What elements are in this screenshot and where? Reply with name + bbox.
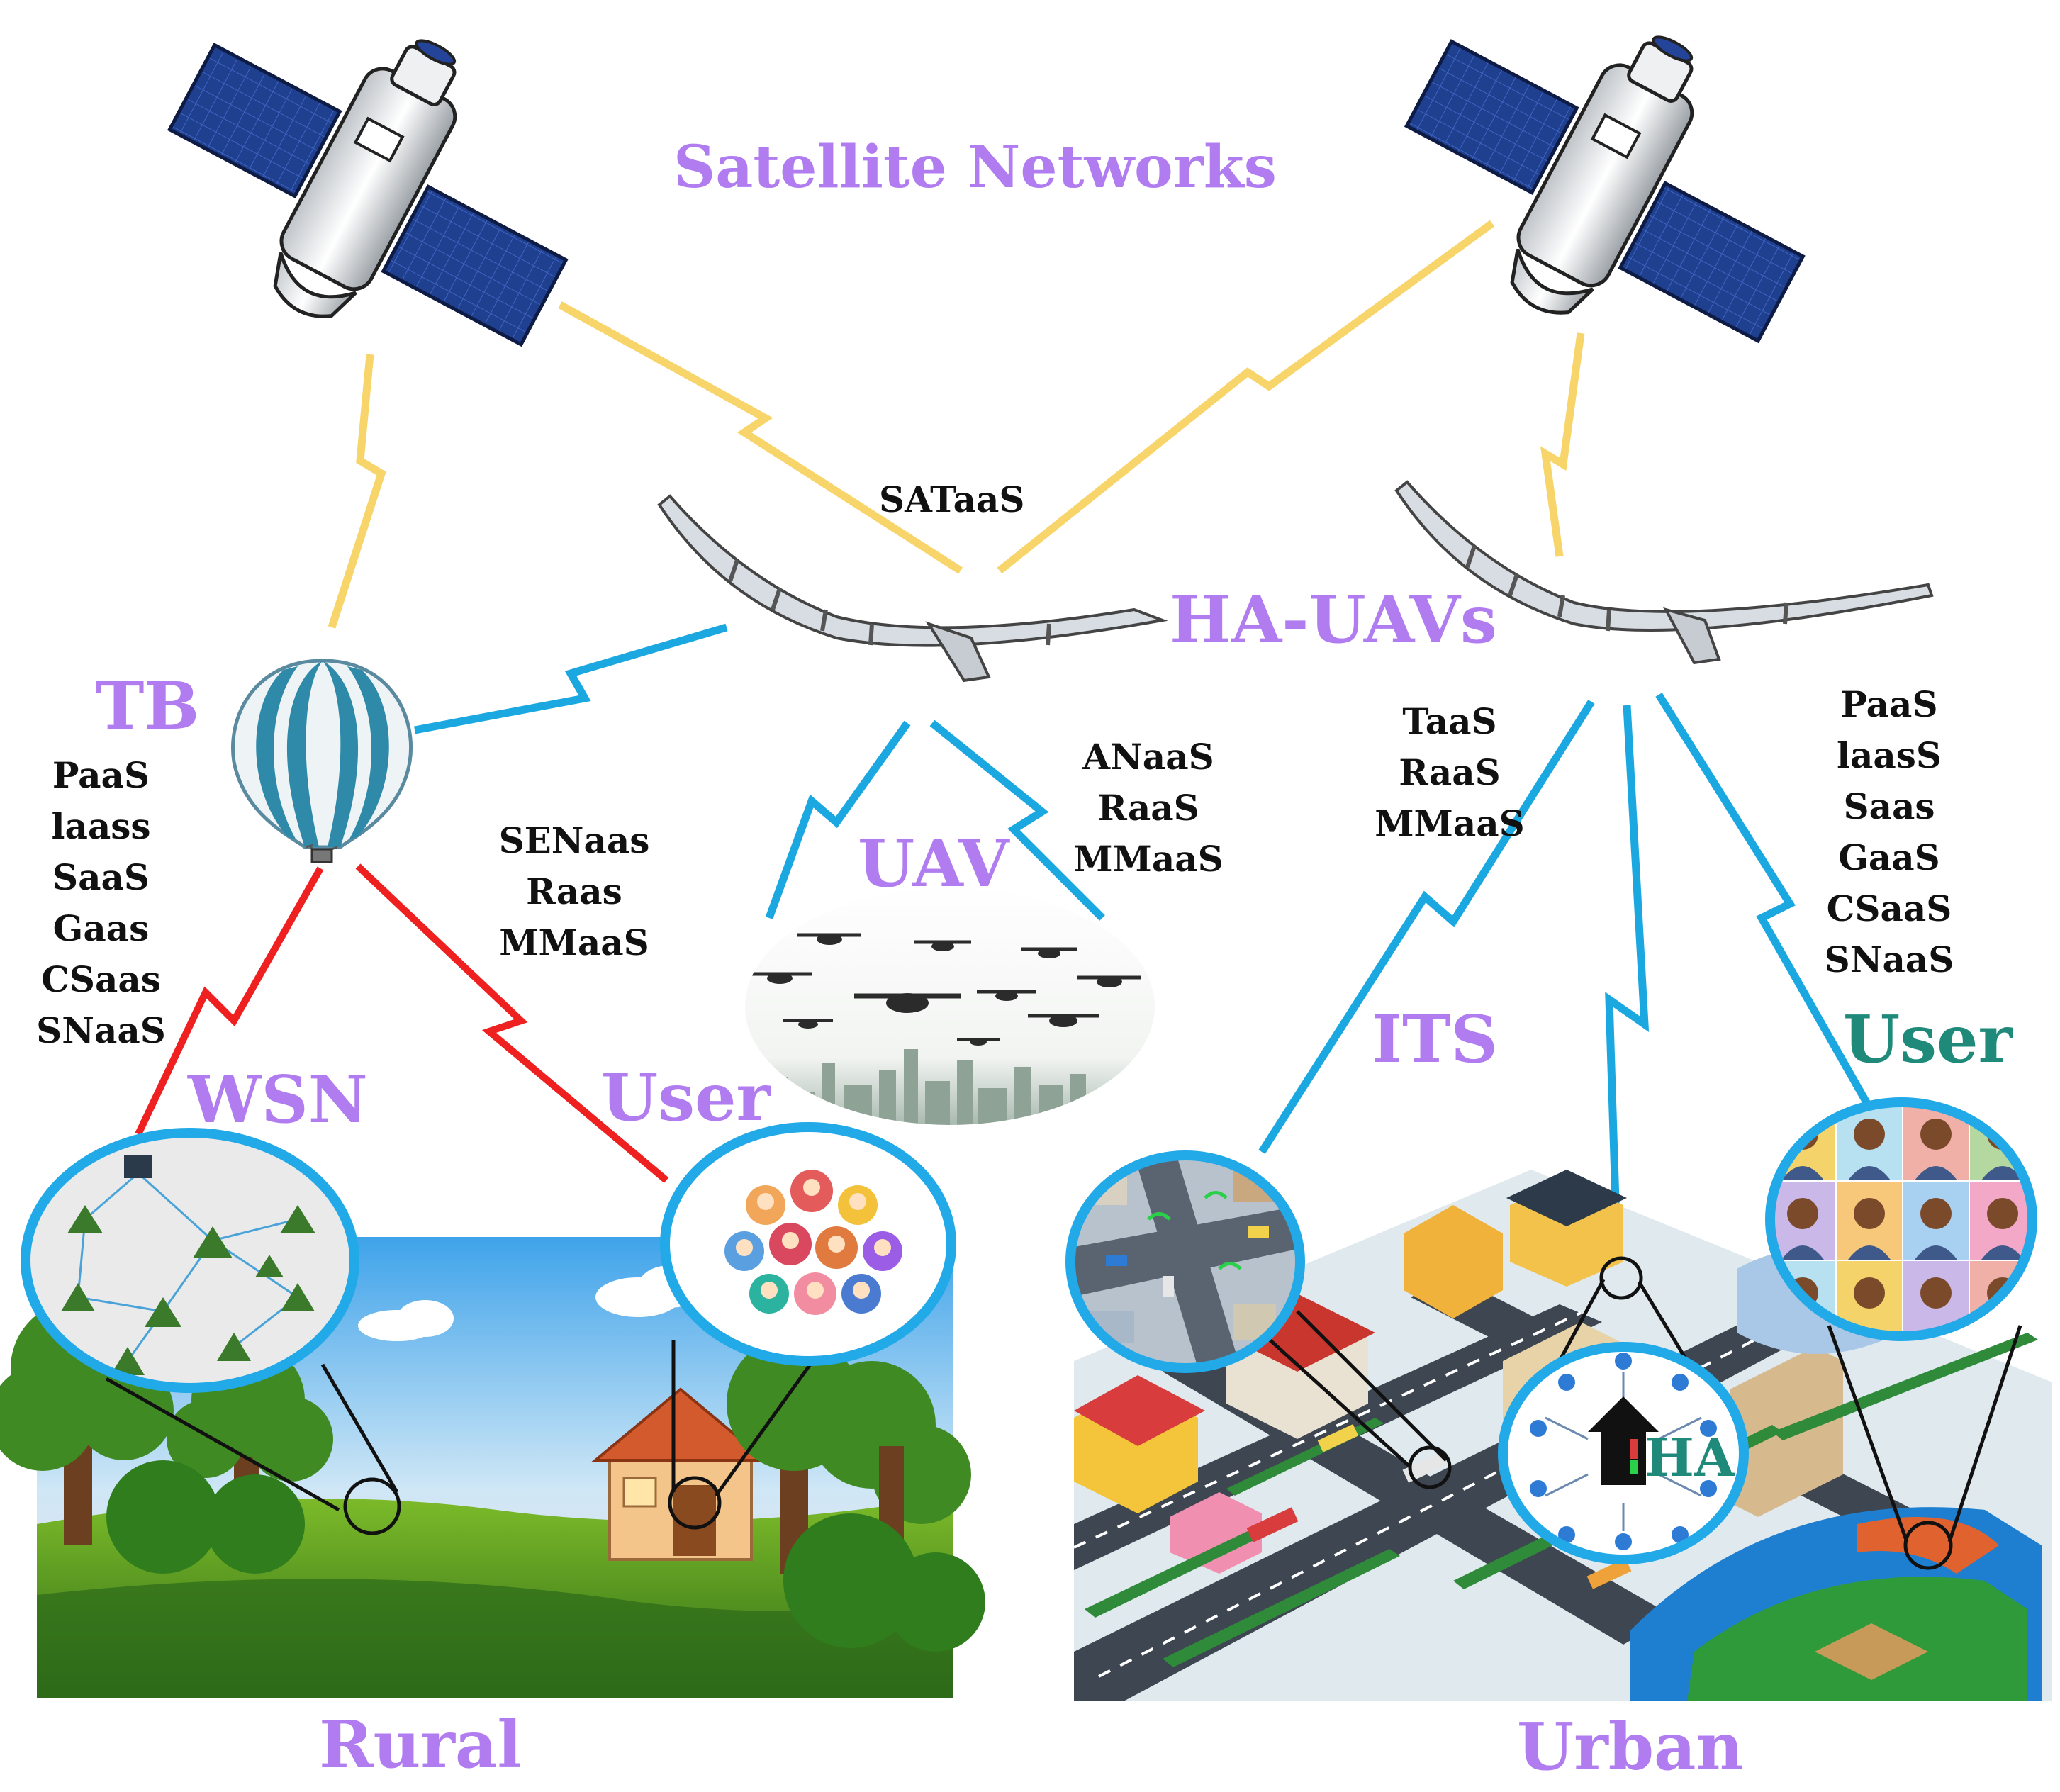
- service-item: Gaas: [28, 903, 174, 954]
- people-icon: [665, 1127, 951, 1361]
- service-item: RaaS: [1365, 747, 1535, 798]
- balloon-icon: [233, 661, 411, 862]
- service-item: MMaaS: [1063, 834, 1233, 885]
- link-sat1-hauav: [560, 305, 961, 571]
- satellite-icon: [123, 0, 627, 410]
- service-item: GaaS: [1811, 832, 1967, 883]
- its-icon: [1070, 1155, 1304, 1368]
- service-item: TaaS: [1365, 696, 1535, 747]
- rural-user-services-list: SENaas Raas MMaaS: [489, 815, 659, 968]
- service-item: SNaaS: [1811, 934, 1967, 985]
- link-hauav-tb: [415, 627, 727, 730]
- link-sat1-tb: [332, 354, 381, 627]
- service-item: Raas: [489, 866, 659, 917]
- video-call-people-icon: [1770, 1102, 2035, 1339]
- service-item: Saas: [1811, 781, 1967, 832]
- diagram-title: Satellite Networks: [673, 138, 1277, 196]
- service-item: ANaaS: [1063, 732, 1233, 783]
- label-user-rural: User: [601, 1065, 771, 1130]
- label-ha-uavs: HA-UAVs: [1170, 587, 1497, 652]
- service-item: SaaS: [28, 852, 174, 903]
- ha-uav-icon: [659, 496, 1163, 681]
- urban-user-services-list: PaaS laasS Saas GaaS CSaaS SNaaS: [1811, 679, 1967, 985]
- link-sat2-hauav-right: [1545, 333, 1581, 556]
- service-item: laasS: [1811, 730, 1967, 781]
- link-hauav-ha: [1609, 705, 1645, 1269]
- service-item: PaaS: [1811, 679, 1967, 730]
- label-sataas: SATaaS: [879, 482, 1025, 517]
- label-its: ITS: [1372, 1007, 1498, 1072]
- service-item: CSaas: [28, 954, 174, 1005]
- wsn-icon: [26, 1133, 354, 1388]
- label-uav: UAV: [858, 831, 1009, 896]
- satellite-icon: [1360, 0, 1864, 407]
- label-user-urban: User: [1843, 1007, 2013, 1072]
- service-item: RaaS: [1063, 783, 1233, 834]
- label-rural: Rural: [319, 1712, 522, 1777]
- service-item: PaaS: [28, 750, 174, 801]
- tb-services-list: PaaS laass SaaS Gaas CSaas SNaaS: [28, 750, 174, 1056]
- label-tb: TB: [96, 673, 199, 739]
- its-services-list: TaaS RaaS MMaaS: [1365, 696, 1535, 849]
- service-item: SNaaS: [28, 1005, 174, 1056]
- label-urban: Urban: [1517, 1714, 1744, 1779]
- service-item: SENaas: [489, 815, 659, 866]
- service-item: CSaaS: [1811, 883, 1967, 934]
- service-item: MMaaS: [1365, 798, 1535, 849]
- service-item: MMaaS: [489, 917, 659, 968]
- label-ha: HA: [1645, 1432, 1735, 1484]
- uav-services-list: ANaaS RaaS MMaaS: [1063, 732, 1233, 885]
- label-wsn: WSN: [188, 1067, 368, 1132]
- service-item: laass: [28, 801, 174, 852]
